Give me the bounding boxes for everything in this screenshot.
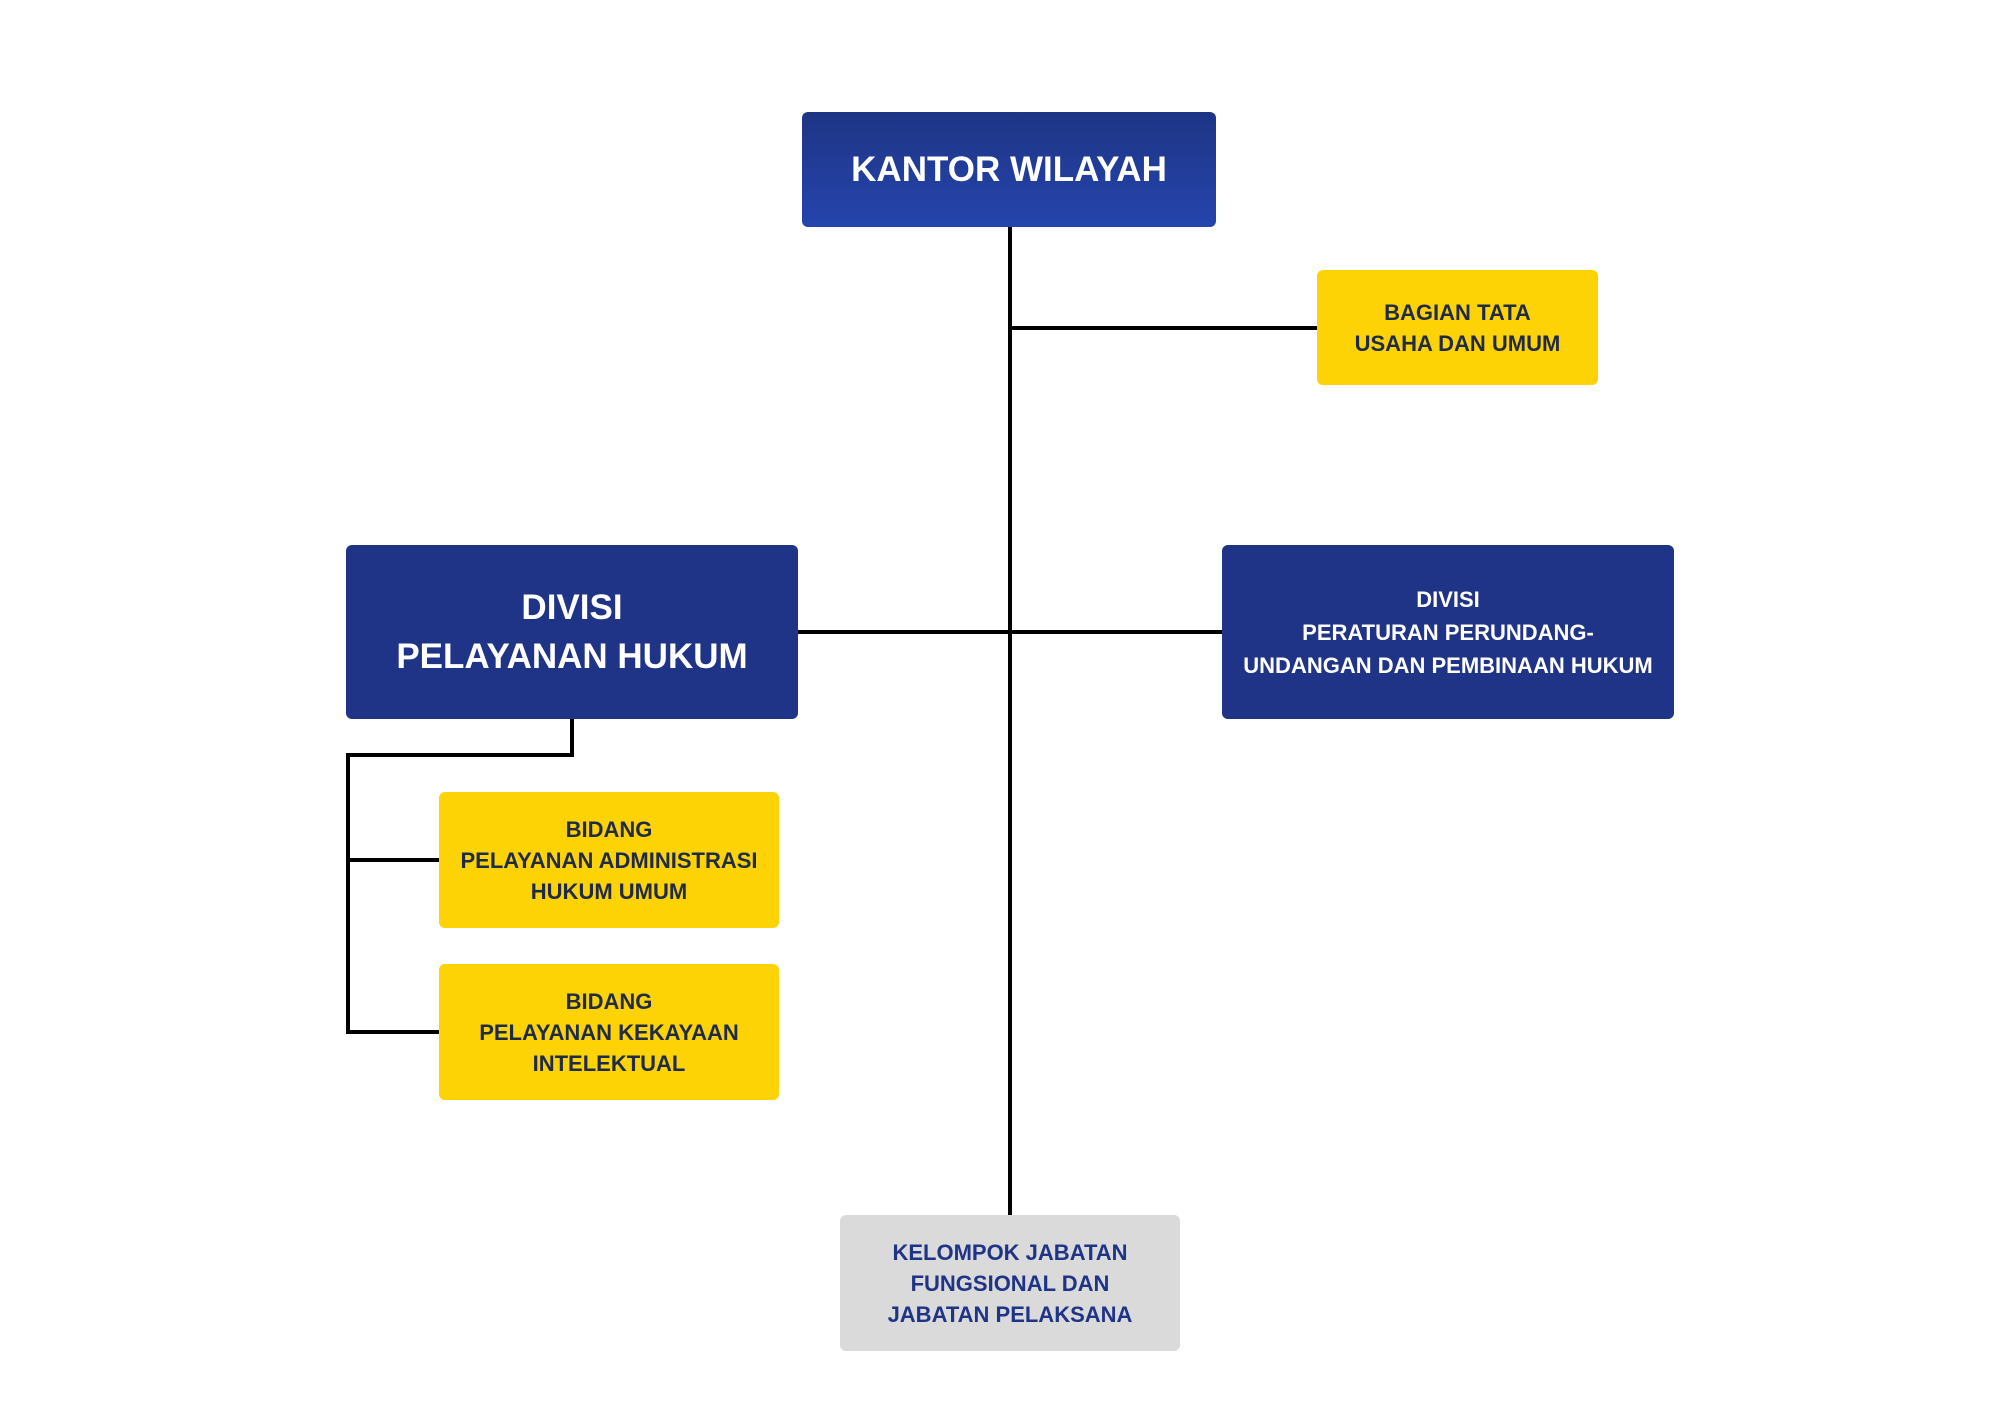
node-divisi-pelayanan-hukum: DIVISI PELAYANAN HUKUM [346, 545, 798, 719]
node-kantor-wilayah: KANTOR WILAYAH [802, 112, 1216, 227]
node-kelompok-jabatan: KELOMPOK JABATAN FUNGSIONAL DAN JABATAN … [840, 1215, 1180, 1351]
node-bidang-administrasi-label: BIDANG PELAYANAN ADMINISTRASI HUKUM UMUM [460, 816, 758, 904]
node-divisi-pelayanan-hukum-label: DIVISI PELAYANAN HUKUM [396, 588, 748, 676]
node-kantor-wilayah-label: KANTOR WILAYAH [851, 149, 1167, 189]
node-divisi-peraturan-label: DIVISI PERATURAN PERUNDANG- UNDANGAN DAN… [1243, 586, 1653, 678]
node-bidang-kekayaan-intelektual: BIDANG PELAYANAN KEKAYAAN INTELEKTUAL [439, 964, 779, 1100]
node-bagian-tata-usaha: BAGIAN TATA USAHA DAN UMUM [1317, 270, 1598, 385]
node-bagian-tata-usaha-label: BAGIAN TATA USAHA DAN UMUM [1354, 299, 1561, 356]
node-bidang-administrasi: BIDANG PELAYANAN ADMINISTRASI HUKUM UMUM [439, 792, 779, 928]
connector-pelayanan-branch [346, 717, 574, 1034]
node-divisi-peraturan: DIVISI PERATURAN PERUNDANG- UNDANGAN DAN… [1222, 545, 1674, 719]
node-bidang-kekayaan-intelektual-label: BIDANG PELAYANAN KEKAYAAN INTELEKTUAL [479, 988, 739, 1076]
node-kelompok-jabatan-label: KELOMPOK JABATAN FUNGSIONAL DAN JABATAN … [887, 1239, 1133, 1327]
